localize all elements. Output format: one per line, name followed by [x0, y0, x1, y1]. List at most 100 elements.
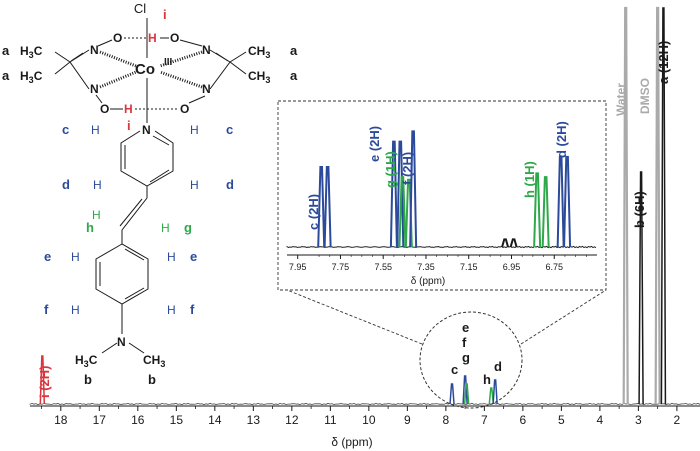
main-tick-label: 17 — [93, 413, 107, 427]
main-peak — [488, 387, 495, 405]
main-tick-label: 16 — [131, 413, 145, 427]
peak-label-g: g — [462, 350, 470, 365]
inset-peak — [556, 155, 565, 248]
main-peak — [654, 6, 661, 405]
peak-label-h: h — [483, 372, 491, 387]
inset-peak — [563, 155, 572, 248]
ligand-right-double — [215, 52, 229, 62]
label-f-right: f — [190, 302, 195, 317]
vinyl-double — [119, 198, 143, 227]
methyl-h3c-tl: H3C — [20, 44, 43, 60]
main-peak — [463, 383, 470, 405]
pyridine-ring — [120, 130, 174, 187]
bond-n-o-tl — [97, 39, 113, 47]
main-peak — [39, 355, 46, 405]
pyridine-h-d-right: H — [190, 178, 199, 192]
main-tick-label: 5 — [558, 413, 565, 427]
atom-o-tl: O — [113, 31, 122, 45]
main-peak — [492, 379, 498, 405]
ligand-right-methyl-top — [229, 51, 247, 63]
main-tick-label: 15 — [170, 413, 184, 427]
inset-tick-label: 7.95 — [289, 262, 307, 272]
main-tick-label: 6 — [520, 413, 527, 427]
label-d-right: d — [226, 177, 234, 192]
inset-tick-label: 6.75 — [545, 262, 563, 272]
main-tick-label: 8 — [443, 413, 450, 427]
benzene-double-3 — [124, 248, 145, 261]
inset-label-g: g (1H) — [383, 151, 398, 188]
benzene-h-e-left: H — [71, 250, 80, 264]
inset-peak — [509, 238, 518, 248]
inset-peak — [317, 165, 326, 248]
ligand-left-methyl-bottom — [54, 61, 71, 75]
inset-peak — [541, 176, 550, 248]
ligand-left-double — [70, 52, 84, 62]
peak-label-b: b (6H) — [632, 191, 647, 228]
inset-x-axis-label: δ (ppm) — [411, 276, 445, 287]
inset-peak — [389, 140, 398, 248]
label-b-left: b — [84, 372, 92, 387]
main-peak — [660, 7, 667, 405]
molecule-structure: Cl i Co III N O H O N N O H O N i — [2, 1, 298, 387]
label-g: g — [184, 220, 192, 235]
label-a-tl: a — [2, 43, 10, 58]
main-tick-label: 12 — [285, 413, 299, 427]
inset-peak-group — [317, 130, 572, 248]
inset-label-c: c (2H) — [306, 194, 321, 230]
inset-peak — [533, 172, 542, 248]
main-tick-label: 9 — [404, 413, 411, 427]
label-a-bl: a — [2, 68, 10, 83]
atom-h-top: H — [148, 31, 157, 45]
pyridine-h-c-right: H — [190, 123, 199, 137]
main-tick-label: 10 — [362, 413, 376, 427]
inset-spectrum-trace — [286, 245, 597, 249]
peak-label-dmso: DMSO — [638, 78, 652, 114]
main-tick-label: 11 — [324, 413, 337, 427]
benzene-h-f-right: H — [167, 303, 176, 317]
main-peak — [638, 171, 644, 405]
zoom-circle — [419, 311, 523, 409]
label-a-br: a — [290, 68, 298, 83]
inset-label-f: f (2H) — [400, 152, 415, 185]
pyridine-h-c-left: H — [91, 123, 100, 137]
inset-frame — [277, 100, 607, 291]
bond-n-o-bl — [95, 94, 103, 104]
atom-co: Co — [135, 61, 155, 78]
main-tick-label: 2 — [674, 413, 681, 427]
peak-label-i: i (2H) — [37, 366, 52, 399]
main-peak — [622, 6, 629, 405]
bond-n-o-tr — [179, 39, 203, 47]
atom-n-tl: N — [90, 43, 99, 57]
amine-h3c: H3C — [75, 353, 98, 369]
inset-tick-label: 7.35 — [417, 262, 435, 272]
label-h: h — [86, 220, 94, 235]
main-x-axis-label: δ (ppm) — [331, 435, 372, 449]
benzene-h-f-left: H — [71, 303, 80, 317]
main-tick-label: 4 — [597, 413, 604, 427]
pyridine-double-2 — [149, 169, 170, 183]
atom-o-bl: O — [100, 102, 109, 116]
label-e-right: e — [190, 249, 197, 264]
main-tick-label: 3 — [635, 413, 642, 427]
main-peak-group — [39, 6, 667, 405]
inset-peak — [396, 140, 405, 248]
inset-tick-label: 7.55 — [374, 262, 392, 272]
label-f-left: f — [44, 302, 49, 317]
inset-peak — [409, 130, 418, 248]
label-b-right: b — [148, 372, 156, 387]
atom-n-tr: N — [202, 43, 211, 57]
label-c-right: c — [226, 122, 233, 137]
bond-co-n-tl — [99, 50, 137, 68]
label-a-tr: a — [290, 43, 298, 58]
inset-tick-label: 6.95 — [503, 262, 521, 272]
bond-co-n-bl — [99, 70, 137, 89]
methyl-ch3-br: CH3 — [248, 69, 270, 85]
atom-n-br: N — [202, 82, 211, 96]
atom-cl: Cl — [134, 1, 146, 16]
bond-n-me-right — [128, 342, 145, 354]
peak-label-e: e — [462, 320, 469, 335]
